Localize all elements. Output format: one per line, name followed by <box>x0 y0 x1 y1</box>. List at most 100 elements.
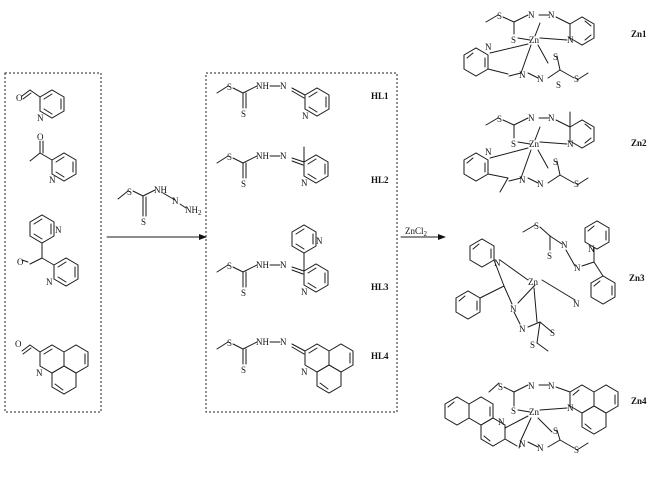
atom-s: S <box>241 179 246 189</box>
dipyridyl-ketone: N O N <box>17 214 79 287</box>
atom-n: N <box>567 139 574 149</box>
atom-n: N <box>519 70 526 80</box>
atom-s: S <box>511 406 516 416</box>
atom-s: S <box>556 80 561 90</box>
thiosemicarbazide-reagent: S S NH N NH2 <box>117 185 202 227</box>
arrow-1 <box>106 234 207 240</box>
atom-s: S <box>127 187 132 197</box>
atom-s: S <box>574 74 579 84</box>
atom-n: N <box>316 236 323 246</box>
label-hl1: HL1 <box>371 91 389 101</box>
atom-s: S <box>553 52 558 62</box>
atom-s: S <box>530 340 535 350</box>
atom-n: N <box>280 151 287 161</box>
ligand-hl4: S S NH N N <box>216 337 354 394</box>
atom-n: N <box>528 381 535 391</box>
atom-s: S <box>241 109 246 119</box>
complex-zn3: S S N N N Zn N N N N S S <box>455 220 616 352</box>
atom-n: N <box>567 35 574 45</box>
zncl2-label: ZnCl2 <box>405 226 428 238</box>
atom-n: N <box>548 10 555 20</box>
atom-n: N <box>537 443 544 453</box>
atom-s: S <box>241 288 246 298</box>
atom-s: S <box>547 251 552 261</box>
atom-n: N <box>37 113 44 123</box>
atom-n: N <box>280 81 287 91</box>
arrow-2 <box>400 234 446 240</box>
atom-s: S <box>534 221 539 231</box>
atom-n: N <box>548 381 555 391</box>
complex-zn4: S N N S Zn N N S N N S <box>444 381 619 455</box>
label-zn2: Zn2 <box>631 138 647 148</box>
atom-s: S <box>511 35 516 45</box>
atom-n: N <box>588 244 595 254</box>
atom-n: N <box>301 287 308 297</box>
atom-s: S <box>141 217 146 227</box>
atom-s: S <box>553 426 558 436</box>
label-hl2: HL2 <box>371 175 389 185</box>
atom-n: N <box>510 304 517 314</box>
atom-s: S <box>227 261 232 271</box>
ligand-hl2: S S NH N N <box>216 146 329 189</box>
atom-n: N <box>519 324 526 334</box>
atom-zn: Zn <box>529 139 539 149</box>
atom-n: N <box>561 240 568 250</box>
atom-nh2: NH2 <box>185 205 202 217</box>
atom-n: N <box>567 403 574 413</box>
aldehyde-ketone-box <box>4 72 102 413</box>
atom-n: N <box>528 10 535 20</box>
pyridine-aldehyde: O N <box>16 89 65 123</box>
label-zn4: Zn4 <box>631 396 647 406</box>
complex-zn2: S N N S Zn N N S N N S <box>463 111 595 193</box>
atom-nh: NH <box>154 185 167 195</box>
atom-o: O <box>16 93 23 103</box>
atom-o: O <box>37 132 44 142</box>
atom-nh: NH <box>256 337 269 347</box>
atom-n: N <box>573 299 580 309</box>
atom-n: N <box>537 74 544 84</box>
atom-nh: NH <box>256 151 269 161</box>
atom-n: N <box>55 225 62 235</box>
atom-s: S <box>227 82 232 92</box>
atom-s: S <box>574 179 579 189</box>
atom-n: N <box>494 258 501 268</box>
atom-o: O <box>15 339 22 349</box>
atom-s: S <box>498 382 503 392</box>
atom-s: S <box>511 139 516 149</box>
atom-n: N <box>528 113 535 123</box>
atom-n: N <box>548 113 555 123</box>
atom-n: N <box>36 368 43 378</box>
atom-n: N <box>498 417 505 427</box>
atom-n: N <box>302 111 309 121</box>
ligand-box <box>205 72 398 413</box>
atom-zn: Zn <box>529 407 539 417</box>
atom-n: N <box>519 439 526 449</box>
atom-n: N <box>301 367 308 377</box>
label-hl4: HL4 <box>371 351 389 361</box>
atom-s: S <box>497 11 502 21</box>
atom-n: N <box>280 260 287 270</box>
complex-zn1: S N N S Zn N N S N N S S <box>463 10 595 90</box>
atom-n: N <box>537 179 544 189</box>
atom-s: S <box>241 365 246 375</box>
atom-n: N <box>519 175 526 185</box>
atom-nh: NH <box>256 81 269 91</box>
ligand-hl3: S S NH N N N <box>216 224 329 298</box>
atom-s: S <box>550 328 555 338</box>
quinoline-aldehyde: O N <box>15 339 89 395</box>
atom-zn: Zn <box>528 277 538 287</box>
acetyl-pyridine: O N <box>29 132 77 185</box>
ligand-hl1: S S NH N N <box>216 81 330 121</box>
atom-s: S <box>553 157 558 167</box>
atom-n: N <box>485 147 492 157</box>
atom-s: S <box>227 152 232 162</box>
atom-n: N <box>301 178 308 188</box>
atom-n: N <box>280 337 287 347</box>
atom-o: O <box>17 257 24 267</box>
atom-zn: Zn <box>529 35 539 45</box>
label-zn3: Zn3 <box>629 273 645 283</box>
label-zn1: Zn1 <box>631 29 647 39</box>
atom-s: S <box>497 114 502 124</box>
atom-s: S <box>574 445 579 455</box>
